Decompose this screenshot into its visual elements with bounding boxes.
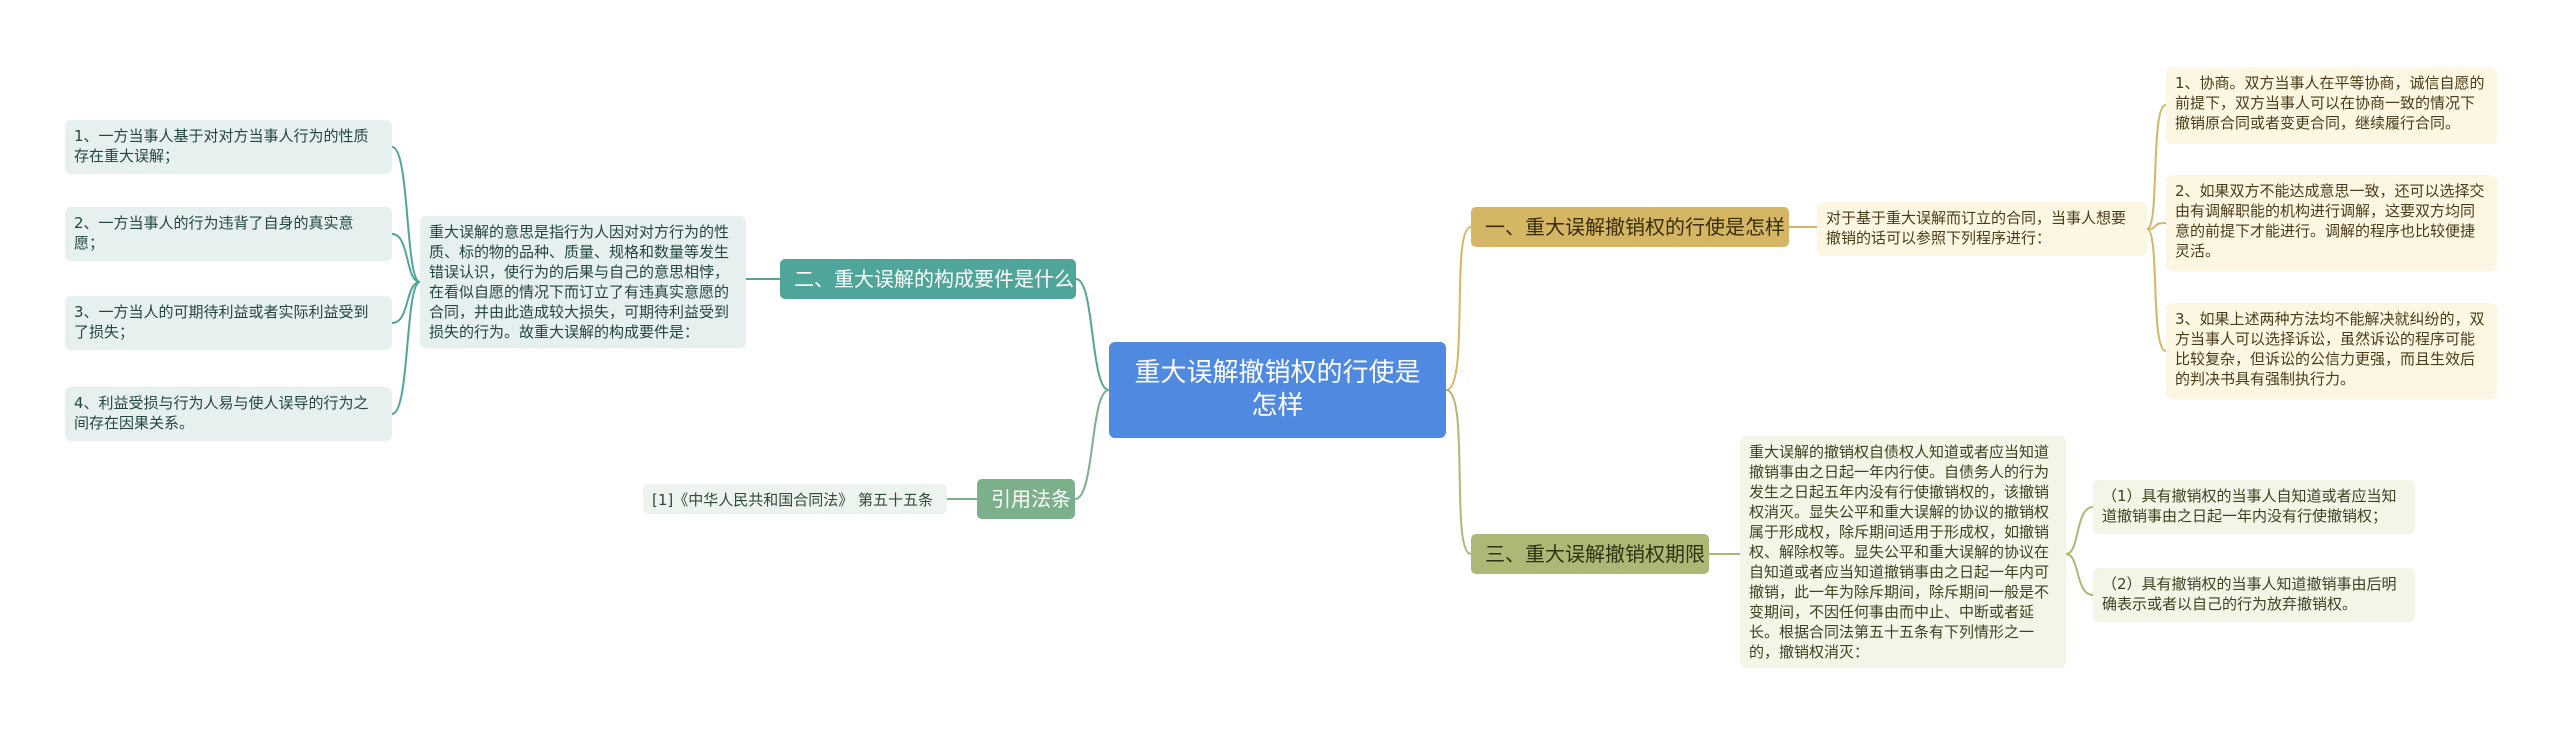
- intro-text: 对于基于重大误解而订立的合同，当事人想要撤销的话可以参照下列程序进行：: [1826, 209, 2127, 247]
- step-text: 2、如果双方不能达成意思一致，还可以选择交由有调解职能的机构进行调解，这要双方均…: [2175, 182, 2485, 260]
- case-text: （1）具有撤销权的当事人自知道或者应当知道撤销事由之日起一年内没有行使撤销权；: [2102, 487, 2397, 525]
- withdrawal-exercise-intro[interactable]: 对于基于重大误解而订立的合同，当事人想要撤销的话可以参照下列程序进行：: [1817, 202, 2147, 256]
- branch-withdrawal-exercise[interactable]: 一、重大误解撤销权的行使是怎样: [1471, 207, 1789, 247]
- branch-label: 引用法条: [991, 487, 1071, 511]
- withdrawal-period-desc[interactable]: 重大误解的撤销权自债权人知道或者应当知道撤销事由之日起一年内行使。自债务人的行为…: [1740, 436, 2066, 668]
- desc-text: 重大误解的撤销权自债权人知道或者应当知道撤销事由之日起一年内行使。自债务人的行为…: [1749, 443, 2050, 661]
- step-negotiation[interactable]: 1、协商。双方当事人在平等协商，诚信自愿的前提下，双方当事人可以在协商一致的情况…: [2166, 67, 2497, 144]
- element-text: 4、利益受损与行为人易与使人误导的行为之间存在因果关系。: [74, 394, 369, 432]
- element-2[interactable]: 2、一方当事人的行为违背了自身的真实意愿；: [65, 207, 392, 261]
- cited-law-item[interactable]: [1]《中华人民共和国合同法》 第五十五条: [643, 484, 947, 514]
- root-topic[interactable]: 重大误解撤销权的行使是怎样: [1109, 342, 1446, 438]
- branch-label: 三、重大误解撤销权期限: [1485, 542, 1705, 566]
- root-title: 重大误解撤销权的行使是怎样: [1134, 358, 1421, 421]
- case-text: （2）具有撤销权的当事人知道撤销事由后明确表示或者以自己的行为放弃撤销权。: [2102, 575, 2397, 613]
- element-4[interactable]: 4、利益受损与行为人易与使人误导的行为之间存在因果关系。: [65, 387, 392, 441]
- step-text: 1、协商。双方当事人在平等协商，诚信自愿的前提下，双方当事人可以在协商一致的情况…: [2175, 74, 2485, 132]
- element-text: 2、一方当事人的行为违背了自身的真实意愿；: [74, 214, 354, 252]
- branch-withdrawal-period[interactable]: 三、重大误解撤销权期限: [1471, 534, 1709, 574]
- element-1[interactable]: 1、一方当事人基于对对方当事人行为的性质存在重大误解；: [65, 120, 392, 174]
- constituent-elements-desc[interactable]: 重大误解的意思是指行为人因对对方行为的性质、标的物的品种、质量、规格和数量等发生…: [420, 216, 746, 348]
- branch-constituent-elements[interactable]: 二、重大误解的构成要件是什么: [780, 259, 1076, 299]
- step-text: 3、如果上述两种方法均不能解决就纠纷的，双方当事人可以选择诉讼，虽然诉讼的程序可…: [2175, 310, 2485, 388]
- element-text: 3、一方当人的可期待利益或者实际利益受到了损失；: [74, 303, 369, 341]
- branch-label: 二、重大误解的构成要件是什么: [794, 267, 1074, 291]
- element-3[interactable]: 3、一方当人的可期待利益或者实际利益受到了损失；: [65, 296, 392, 350]
- law-text: [1]《中华人民共和国合同法》 第五十五条: [652, 491, 934, 509]
- step-mediation[interactable]: 2、如果双方不能达成意思一致，还可以选择交由有调解职能的机构进行调解，这要双方均…: [2166, 175, 2497, 271]
- period-case-2[interactable]: （2）具有撤销权的当事人知道撤销事由后明确表示或者以自己的行为放弃撤销权。: [2093, 568, 2415, 622]
- period-case-1[interactable]: （1）具有撤销权的当事人自知道或者应当知道撤销事由之日起一年内没有行使撤销权；: [2093, 480, 2415, 534]
- branch-cited-law[interactable]: 引用法条: [977, 479, 1075, 519]
- desc-text: 重大误解的意思是指行为人因对对方行为的性质、标的物的品种、质量、规格和数量等发生…: [429, 223, 730, 341]
- branch-label: 一、重大误解撤销权的行使是怎样: [1485, 215, 1785, 239]
- step-litigation[interactable]: 3、如果上述两种方法均不能解决就纠纷的，双方当事人可以选择诉讼，虽然诉讼的程序可…: [2166, 303, 2497, 399]
- element-text: 1、一方当事人基于对对方当事人行为的性质存在重大误解；: [74, 127, 369, 165]
